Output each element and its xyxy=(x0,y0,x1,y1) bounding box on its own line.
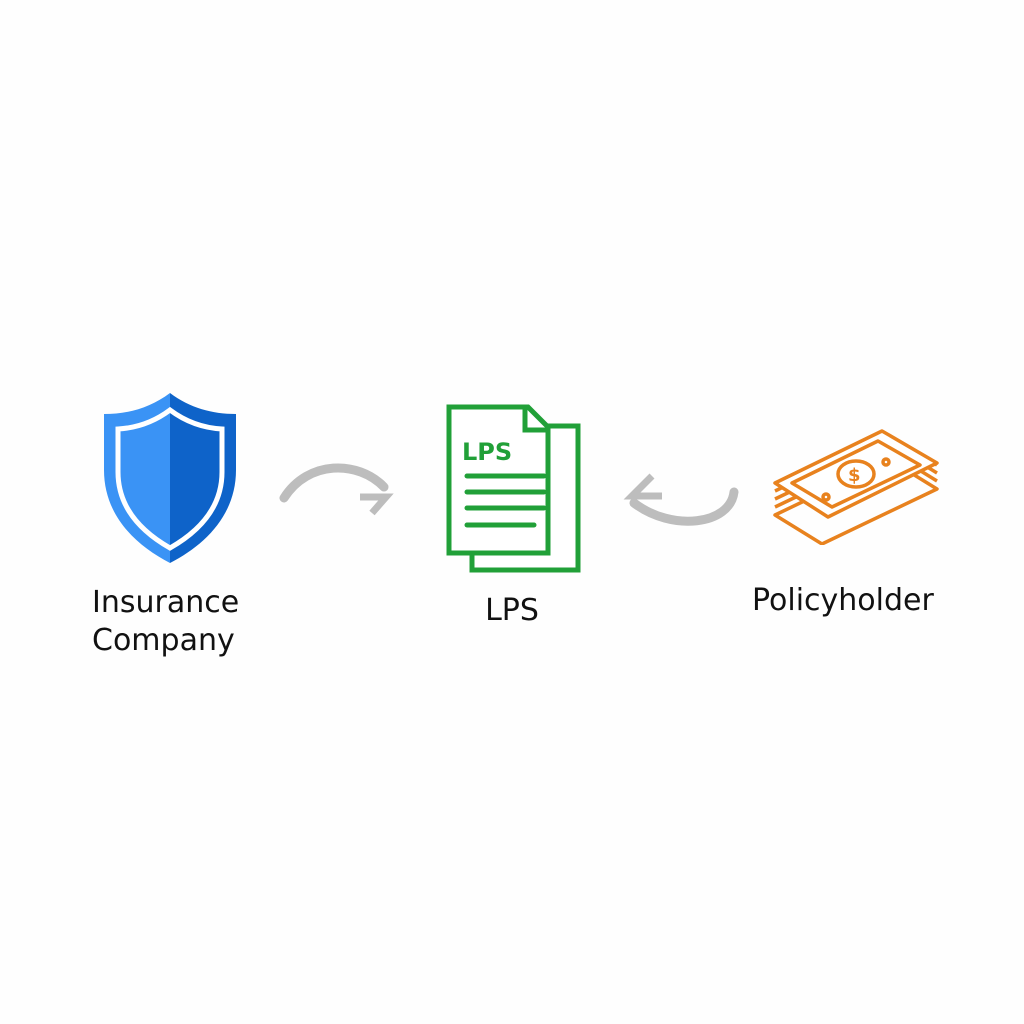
shield-icon xyxy=(104,393,236,563)
arrow-left-icon xyxy=(623,473,739,526)
svg-text:$: $ xyxy=(848,465,861,486)
document-title: LPS xyxy=(462,438,512,466)
policyholder-label: Policyholder xyxy=(752,583,934,618)
lps-label: LPS xyxy=(485,593,539,628)
document-icon: LPS xyxy=(446,404,581,573)
label-line: Insurance xyxy=(92,585,240,620)
arrow-right-icon xyxy=(279,463,394,516)
insurance-company-label: Insurance Company xyxy=(92,584,239,660)
label-line: Company xyxy=(92,623,235,658)
money-stack-icon: $ xyxy=(773,429,939,545)
